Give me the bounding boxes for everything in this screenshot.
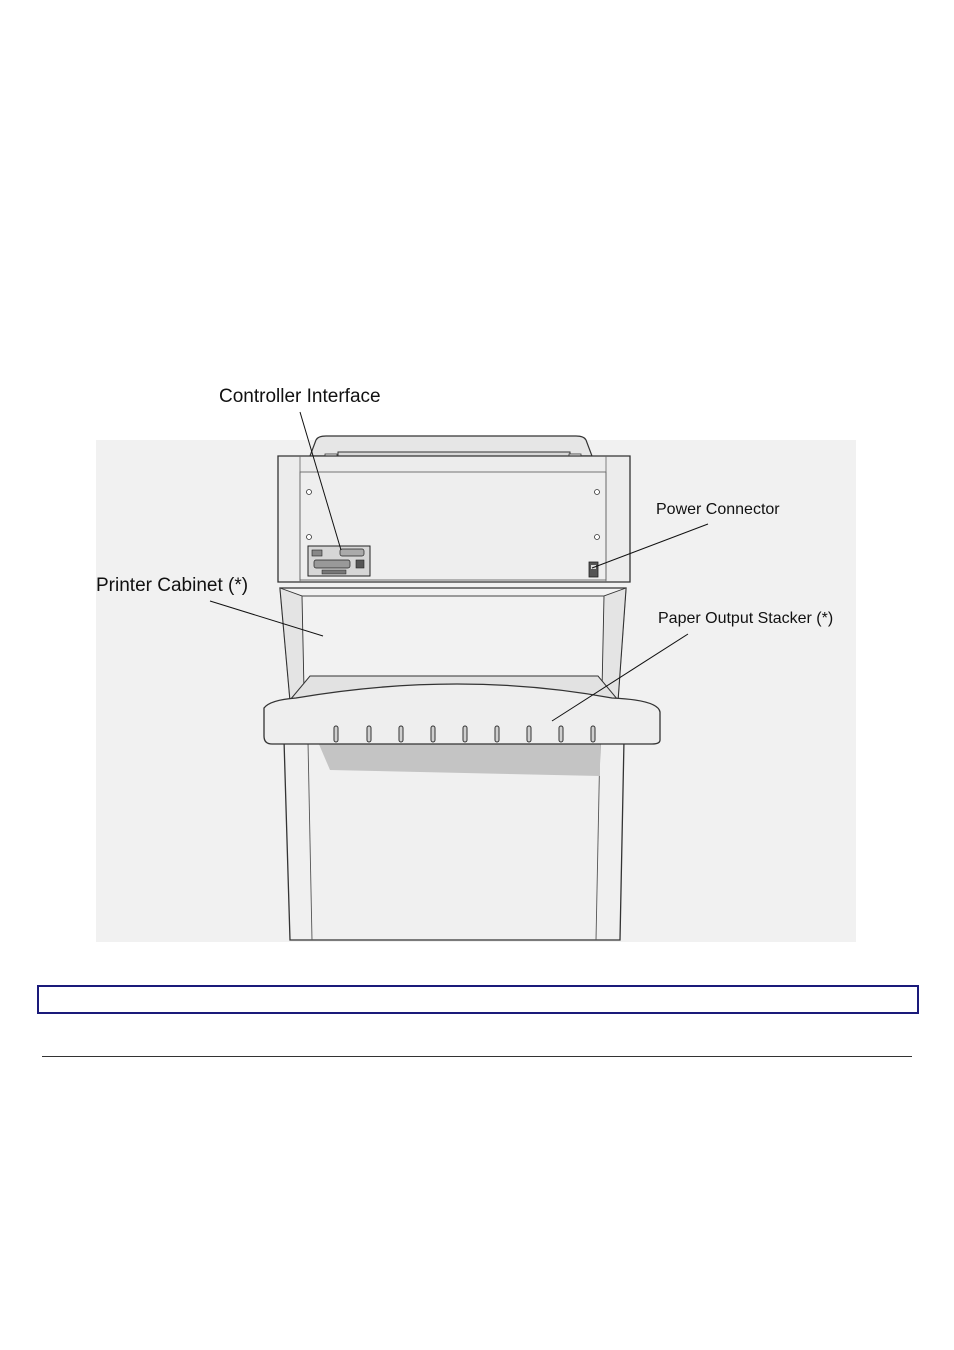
- lower-cabinet: [283, 739, 625, 941]
- leader-paper-output-stacker: [551, 633, 689, 722]
- leader-lines: [209, 411, 709, 722]
- paper-output-stacker: [263, 675, 661, 745]
- label-printer-cabinet: Printer Cabinet (*): [96, 575, 249, 596]
- leader-power-connector: [591, 523, 709, 569]
- note-box: [37, 985, 919, 1014]
- horizontal-rule: [42, 1056, 912, 1057]
- printer-diagram: [96, 411, 856, 942]
- stacker-slots: [333, 725, 596, 743]
- label-power-connector: Power Connector: [656, 501, 780, 518]
- leader-printer-cabinet: [209, 600, 324, 637]
- label-paper-output-stacker: Paper Output Stacker (*): [658, 610, 834, 627]
- label-controller-interface: Controller Interface: [219, 386, 381, 407]
- controller-interface-panel: [307, 545, 371, 577]
- power-connector: [588, 561, 599, 578]
- leader-controller-interface: [299, 411, 342, 551]
